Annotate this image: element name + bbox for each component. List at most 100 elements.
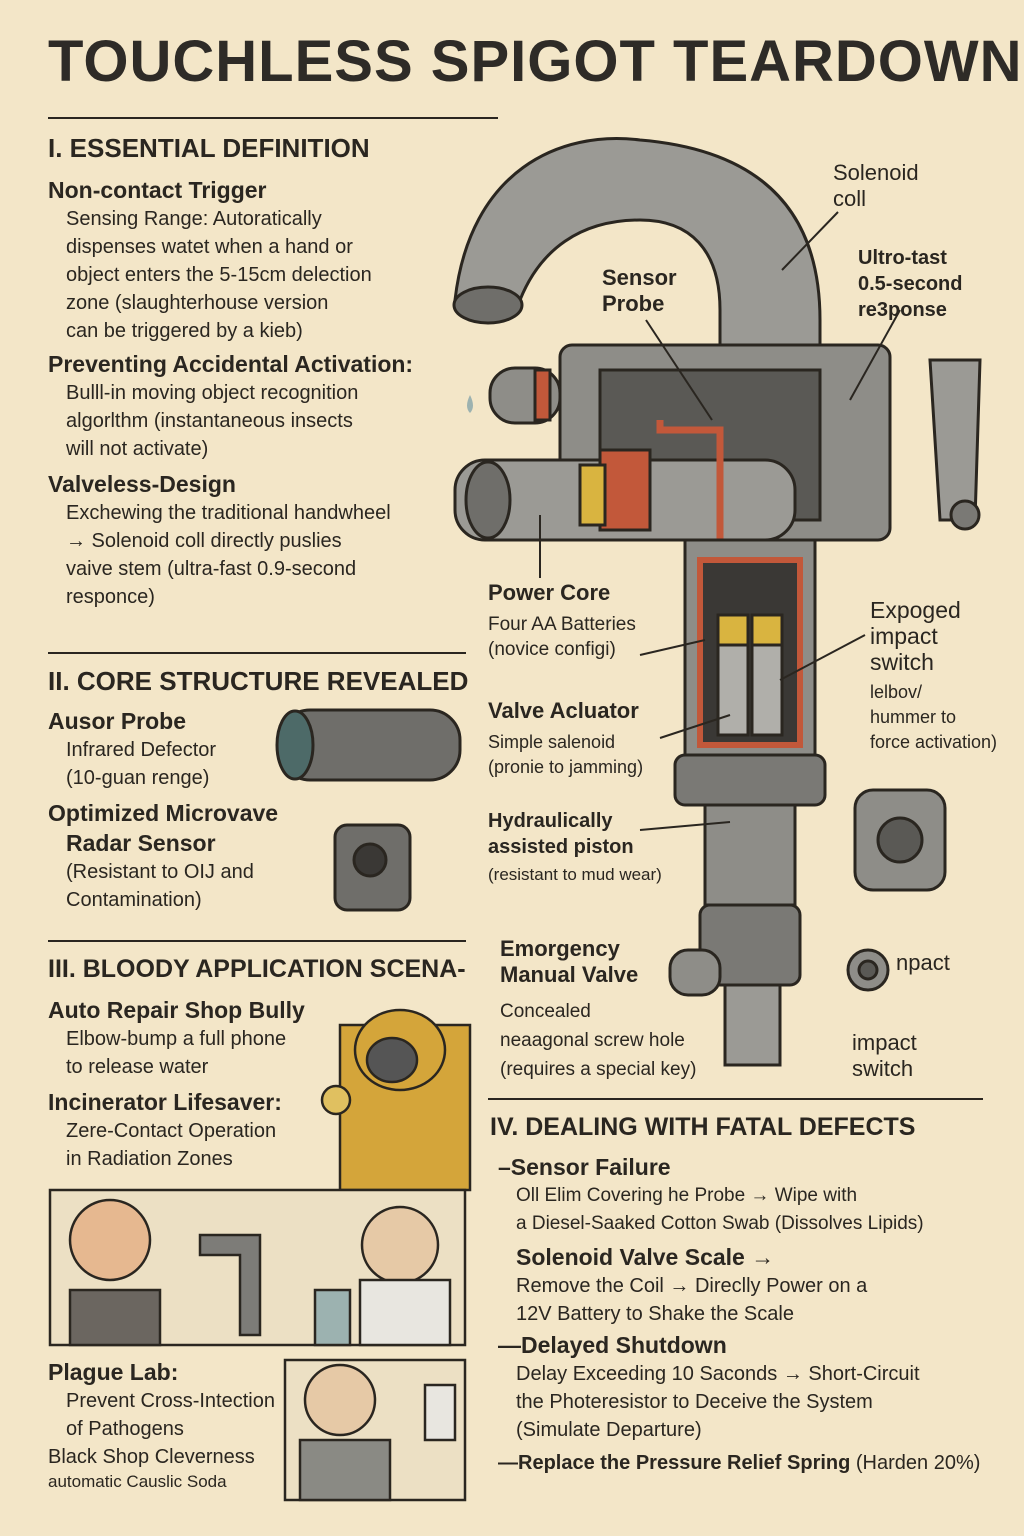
gas-mask <box>365 1036 419 1084</box>
item-text: Sensing Range: Autoratically <box>66 208 322 230</box>
item-text: a Diesel-Saaked Cotton Swab (Dissolves L… <box>516 1213 924 1234</box>
section-1-heading: I. ESSENTIAL DEFINITION <box>48 133 370 163</box>
item-text: Infrared Defector <box>66 739 217 761</box>
item-text: the Photeresistor to Deceive the System <box>516 1391 873 1413</box>
item-text: Elbow-bump a full phone <box>66 1028 287 1050</box>
item-text: automatic Causlic Soda <box>48 1472 227 1491</box>
probe-end-cap <box>464 460 512 540</box>
label-emergency-valve-text: Concealed neaagonal screw hole (requires… <box>500 1001 697 1080</box>
label-exposed-switch: Expoged impact switch <box>870 597 961 675</box>
item-text: will not activate) <box>66 438 209 460</box>
spout-outlet <box>452 285 524 325</box>
radar-sensor-hole <box>352 842 388 878</box>
battery-terminal <box>716 613 750 647</box>
divider <box>48 117 498 119</box>
brass-band <box>578 463 607 527</box>
battery-terminal <box>750 613 784 647</box>
item-text: dispenses watet when a hand or <box>66 236 353 258</box>
spout <box>453 137 822 372</box>
lab-bottle <box>423 1383 457 1442</box>
item-heading: Non-contact Trigger <box>48 177 267 203</box>
item-heading: Incinerator Lifesaver: <box>48 1089 282 1115</box>
item-text: (10-guan renge) <box>66 767 210 789</box>
threaded-outlet <box>723 983 782 1067</box>
item-text: Exchewing the traditional handwheel <box>66 502 391 524</box>
item-text: 12V Battery to Shake the Scale <box>516 1303 794 1325</box>
leader-line <box>639 821 731 831</box>
item-heading: Preventing Accidental Activation: <box>48 351 414 377</box>
divider <box>488 1098 983 1100</box>
item-text: algorlthm (instantaneous insects <box>66 410 353 432</box>
divider <box>48 940 466 942</box>
item-heading: —Delayed Shutdown <box>498 1332 727 1358</box>
section-2-body: Ausor Probe Infrared Defector (10-guan r… <box>48 706 318 914</box>
leader-line <box>849 309 901 401</box>
item-text: (Resistant to OIJ and <box>66 861 254 883</box>
item-heading: –Sensor Failure <box>498 1154 671 1180</box>
section-2-heading: II. CORE STRUCTURE REVEALED <box>48 666 469 696</box>
chemical-bottle <box>313 1288 352 1347</box>
item-heading: Black Shop Cleverness <box>48 1446 255 1468</box>
leader-line <box>781 211 839 271</box>
label-piston-text: (resistant to mud wear) <box>488 865 662 884</box>
item-heading: Solenoid Valve Scale → <box>516 1244 775 1270</box>
radiation-badge <box>320 1084 352 1116</box>
item-text: (Simulate Departure) <box>516 1419 702 1441</box>
scientist-coat <box>358 1278 452 1347</box>
scientist-head <box>360 1205 440 1285</box>
divider <box>48 652 466 654</box>
label-impact-switch: impact switch <box>852 1030 917 1081</box>
item-text: Oll Elim Covering he Probe → Wipe with <box>516 1185 858 1206</box>
scene-faucet <box>198 1233 262 1337</box>
label-piston: Hydraulically assisted piston <box>488 810 634 858</box>
item-heading: Valveless-Design <box>48 471 236 497</box>
label-solenoid-coil: Solenoid coll <box>833 160 919 211</box>
infrared-probe-lens <box>275 709 315 781</box>
label-power-core-text: Four AA Batteries (novice configi) <box>488 614 636 660</box>
item-row: —Replace the Pressure Relief Spring (Har… <box>498 1448 1018 1478</box>
lab-worker-head <box>303 1363 377 1437</box>
item-heading: —Replace the Pressure Relief Spring <box>498 1452 851 1474</box>
item-heading: Ausor Probe <box>48 708 187 734</box>
item-text: Prevent Cross-Intection <box>66 1390 275 1412</box>
manual-valve-port <box>668 948 722 997</box>
mechanic-body <box>68 1288 162 1347</box>
housing-flange <box>673 753 827 807</box>
copper-wire <box>656 420 724 540</box>
item-text: → Solenoid coll directly puslies <box>66 530 342 552</box>
battery-compartment <box>697 557 803 748</box>
label-emergency-valve: Emorgency Manual Valve <box>500 936 639 987</box>
impact-switch-hole <box>876 816 924 864</box>
label-exposed-switch-text: lelbov/ hummer to force activation) <box>870 682 998 752</box>
side-lever <box>928 358 982 522</box>
leader-line <box>645 319 713 421</box>
item-text: Bulll-in moving object recognition <box>66 382 359 404</box>
item-text: Delay Exceeding 10 Saconds → Short-Circu… <box>516 1363 920 1385</box>
label-valve-actuator: Valve Acluator <box>488 698 639 723</box>
lab-worker-body <box>298 1438 392 1502</box>
label-valve-actuator-text: Simple salenoid (pronie to jamming) <box>488 732 644 777</box>
piston <box>703 803 797 907</box>
label-power-core: Power Core <box>488 580 611 605</box>
item-heading: Auto Repair Shop Bully <box>48 997 305 1023</box>
label-ultra-fast: Ultro-tast 0.5-second re3ponse <box>858 247 963 321</box>
mechanic-head <box>68 1198 152 1282</box>
section-3-body: Auto Repair Shop Bully Elbow-bump a full… <box>48 995 338 1173</box>
item-text: object enters the 5-15cm delection <box>66 264 372 286</box>
item-text: can be triggered by a kieb) <box>66 320 303 342</box>
leader-line <box>639 639 706 656</box>
item-text: (Harden 20%) <box>850 1452 981 1474</box>
item-text: zone (slaughterhouse version <box>66 292 329 314</box>
item-text: Contamination) <box>66 889 202 911</box>
section-3-heading: III. BLOODY APPLICATION SCENA- <box>48 955 466 983</box>
item-heading: Plague Lab: <box>48 1359 179 1385</box>
copper-collar <box>598 448 652 532</box>
page-title: TOUCHLESS SPIGOT TEARDOWN <box>48 29 1023 94</box>
item-heading: Radar Sensor <box>66 830 216 856</box>
impact-switch-ring-hole <box>857 959 879 981</box>
item-text: Remove the Coil → Direclly Power on a <box>516 1275 868 1297</box>
label-sensor-probe: Sensor Probe <box>602 265 677 316</box>
item-text: in Radiation Zones <box>66 1148 233 1170</box>
item-text: Zere-Contact Operation <box>66 1120 277 1142</box>
